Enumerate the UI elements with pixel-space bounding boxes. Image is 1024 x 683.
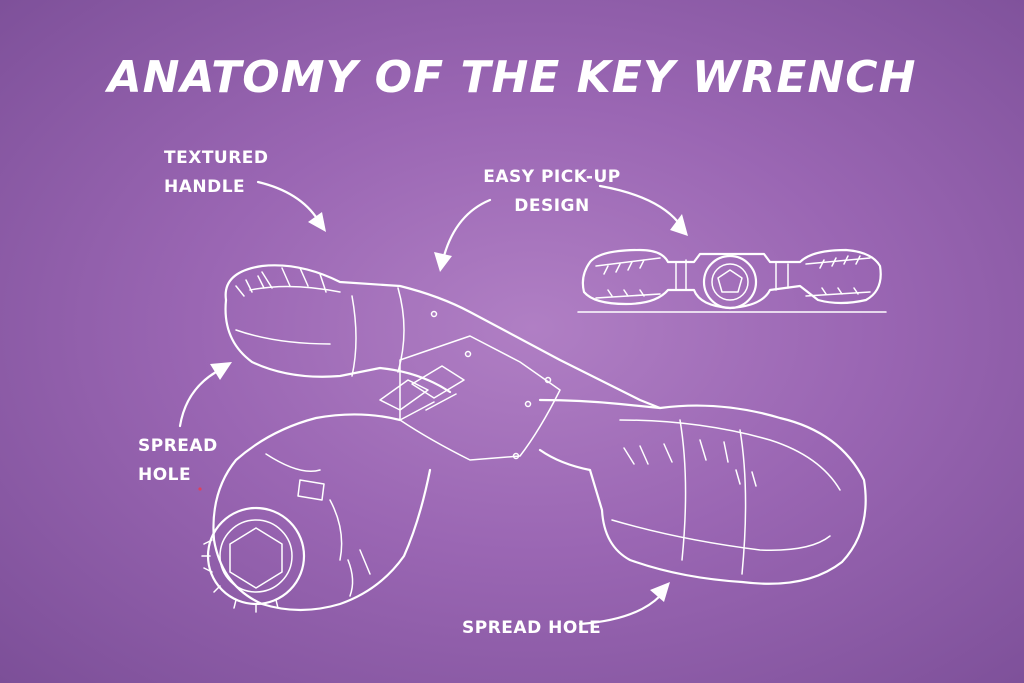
arrow-textured-handle: [256, 180, 326, 232]
center-hub: [399, 335, 561, 461]
stray-dot: [198, 487, 202, 491]
lower-left-body: [212, 413, 432, 612]
label-line: Handle: [164, 177, 246, 197]
side-view-wrench: [577, 248, 887, 313]
label-line: Spread: [138, 436, 218, 456]
lower-right-handle: [538, 398, 867, 585]
hex-knob: [201, 506, 306, 613]
arrow-spread-hole-left: [178, 362, 232, 428]
arrow-spread-hole-bottom: [578, 582, 670, 626]
label-easy-pickup: Easy Pick-Up Design: [482, 163, 622, 221]
arrow-pickup-right: [598, 184, 688, 236]
label-line: Hole: [138, 465, 192, 485]
upper-handle: [224, 264, 662, 410]
side-view-center-hub: [702, 254, 758, 310]
label-spread-hole-left: Spread Hole: [138, 432, 218, 490]
label-line: Textured: [164, 148, 269, 168]
label-spread-hole-bottom: Spread Hole: [462, 614, 601, 643]
arrow-pickup-left: [434, 198, 492, 272]
label-textured-handle: Textured Handle: [164, 144, 269, 202]
main-wrench: [201, 264, 867, 613]
label-line: Design: [514, 196, 590, 216]
label-line: Spread Hole: [462, 618, 602, 638]
label-line: Easy Pick-Up: [483, 167, 621, 187]
page-title: Anatomy of the Key Wrench: [107, 52, 917, 103]
